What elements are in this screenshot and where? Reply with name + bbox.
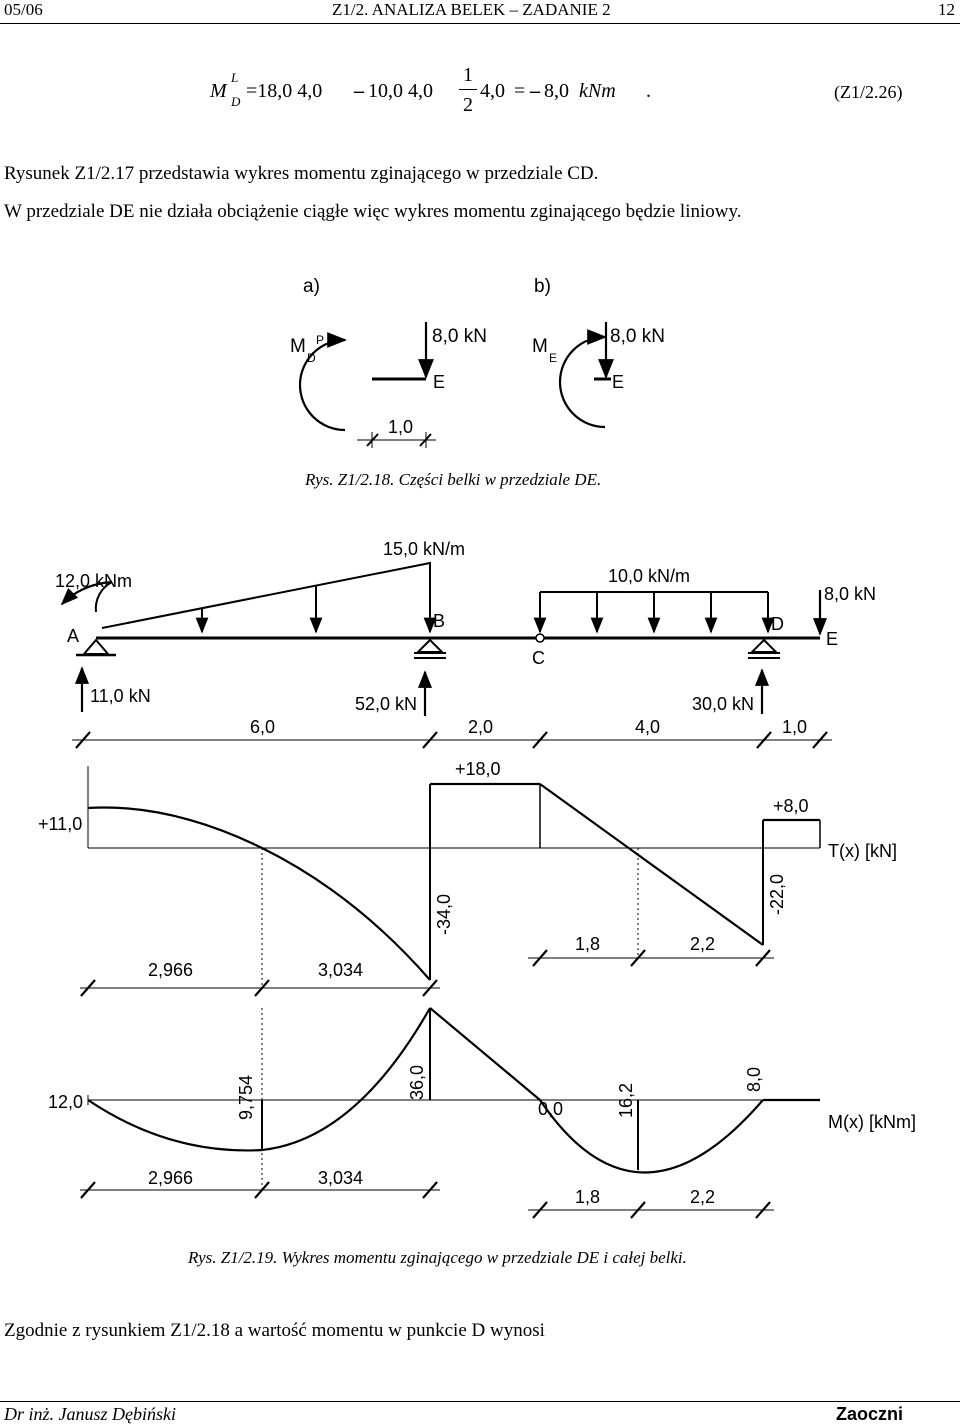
figure-z1-2-18: a) b) M P D 8,0 kN E 1,0 M E 8,0 kN E	[290, 276, 665, 448]
shear-dim-3034: 3,034	[318, 960, 363, 980]
fig18-dim: 1,0	[388, 417, 413, 437]
fig18-label-a: a)	[303, 276, 320, 297]
moment-12-arc	[60, 580, 113, 606]
moment-m-c: 0,0	[538, 1099, 563, 1119]
support-d	[748, 638, 780, 659]
shear-dim-22: 2,2	[690, 934, 715, 954]
dim-4: 4,0	[635, 717, 660, 737]
eq-frac-den: 2	[463, 94, 473, 116]
point-c: C	[532, 648, 545, 668]
shear-v-top: +18,0	[455, 759, 501, 779]
fig18-mp: M	[290, 336, 306, 357]
moment-m-d: 8,0	[744, 1067, 764, 1092]
footer-right: Zaoczni	[836, 1404, 904, 1424]
figure-19-caption: Rys. Z1/2.19. Wykres momentu zginającego…	[188, 1248, 687, 1267]
eq-m: M	[210, 80, 227, 102]
figure-z1-2-19: 15,0 kN/m 10,0 kN/m 8,0 kN 12,0 kNm A B …	[38, 539, 916, 1219]
header-title: Z1/2. ANALIZA BELEK – ZADANIE 2	[332, 0, 611, 19]
point-a: A	[67, 626, 79, 646]
moment-m-b: 36,0	[407, 1065, 427, 1100]
fig18-mp-sub: D	[307, 351, 316, 365]
paragraph-line-2: W przedziale DE nie działa obciążenie ci…	[4, 201, 742, 222]
moment-dim-2966: 2,966	[148, 1168, 193, 1188]
moment-m-a: 12,0	[48, 1092, 83, 1112]
eq-sub: D	[231, 94, 241, 109]
fig18-force-a: 8,0 kN	[432, 326, 487, 347]
moment-curve-cd	[539, 1099, 764, 1174]
fig18-mp-sup: P	[316, 333, 324, 347]
support-a	[76, 638, 116, 657]
shear-v-e: +8,0	[773, 796, 809, 816]
reaction-a: 11,0 kN	[90, 686, 151, 706]
dim-2: 2,0	[468, 717, 493, 737]
q-tri-label: 15,0 kN/m	[383, 539, 465, 559]
shear-label: T(x) [kN]	[828, 841, 897, 861]
triangular-load-outline	[101, 561, 431, 629]
eq-part-b: 10,0 4,0	[368, 80, 433, 102]
hinge-c	[535, 633, 545, 643]
eq-part-a: =18,0 4,0	[246, 80, 323, 102]
eq-part-c: 4,0	[480, 80, 505, 102]
header-rule	[0, 23, 960, 24]
dim-1: 1,0	[782, 717, 807, 737]
moment-dim-left	[80, 1181, 440, 1199]
header-date: 05/06	[4, 0, 43, 19]
point-b: B	[433, 611, 445, 631]
figure-18-caption: Rys. Z1/2.18. Części belki w przedziale …	[305, 470, 602, 489]
shear-v-bl: -34,0	[434, 894, 454, 935]
reaction-d: 30,0 kN	[692, 694, 754, 714]
point-d: D	[771, 614, 784, 634]
footer-author: Dr inż. Janusz Dębiński	[4, 1404, 176, 1424]
eq-frac-num: 1	[463, 64, 473, 86]
moment-curve-ab	[87, 1007, 431, 1152]
page-header: 05/06 Z1/2. ANALIZA BELEK – ZADANIE 2 12	[0, 0, 960, 22]
shear-dim-right	[528, 949, 774, 967]
eq-label: (Z1/2.26)	[834, 82, 903, 102]
moment-dim-3034: 3,034	[318, 1168, 363, 1188]
fig18-label-b: b)	[534, 276, 551, 297]
shear-curve-ab	[87, 806, 431, 981]
header-page-number: 12	[938, 0, 955, 19]
moment-line-bc	[429, 1007, 541, 1101]
point-e: E	[826, 629, 838, 649]
shear-v-a: +11,0	[38, 814, 82, 834]
reaction-b: 52,0 kN	[355, 694, 417, 714]
eq-unit: kNm	[579, 80, 616, 102]
beam-dimension-line	[72, 731, 832, 749]
q-uni-label: 10,0 kN/m	[608, 566, 690, 586]
moment-dim-22: 2,2	[690, 1187, 715, 1207]
shear-dim-left	[80, 979, 440, 997]
fig18-me: M	[532, 336, 548, 357]
fig18-point-e-a: E	[433, 372, 445, 392]
moment-label: M(x) [kNm]	[828, 1112, 916, 1132]
moment-m-min1: 9,754	[236, 1075, 256, 1120]
eq-part-d: 8,0	[544, 80, 569, 102]
final-paragraph: Zgodnie z rysunkiem Z1/2.18 a wartość mo…	[4, 1320, 545, 1341]
shear-dim-18: 1,8	[575, 934, 600, 954]
fig18-force-b: 8,0 kN	[610, 326, 665, 347]
fig18-moment-arc-a	[298, 332, 347, 432]
shear-dim-2966: 2,966	[148, 960, 193, 980]
support-b	[414, 638, 446, 659]
moment-label: 12,0 kNm	[55, 571, 132, 591]
paragraph-line-1: Rysunek Z1/2.17 przedstawia wykres momen…	[4, 163, 599, 184]
moment-m-min2: 16,2	[616, 1083, 636, 1118]
fig18-point-e-b: E	[612, 372, 624, 392]
fig18-moment-arc-b	[558, 329, 607, 429]
shear-line-cd	[539, 783, 764, 946]
shear-v-dl: -22,0	[767, 874, 787, 915]
eq-sup: L	[231, 70, 239, 85]
equation: M L D =18,0 4,0 – 10,0 4,0 1 2 4,0 = – 8…	[210, 64, 903, 116]
fig18-me-sub: E	[549, 351, 557, 365]
footer-rule	[0, 1401, 960, 1402]
moment-dim-right	[528, 1201, 774, 1219]
force-e-label: 8,0 kN	[824, 584, 876, 604]
dim-6: 6,0	[250, 717, 275, 737]
moment-dim-18: 1,8	[575, 1187, 600, 1207]
